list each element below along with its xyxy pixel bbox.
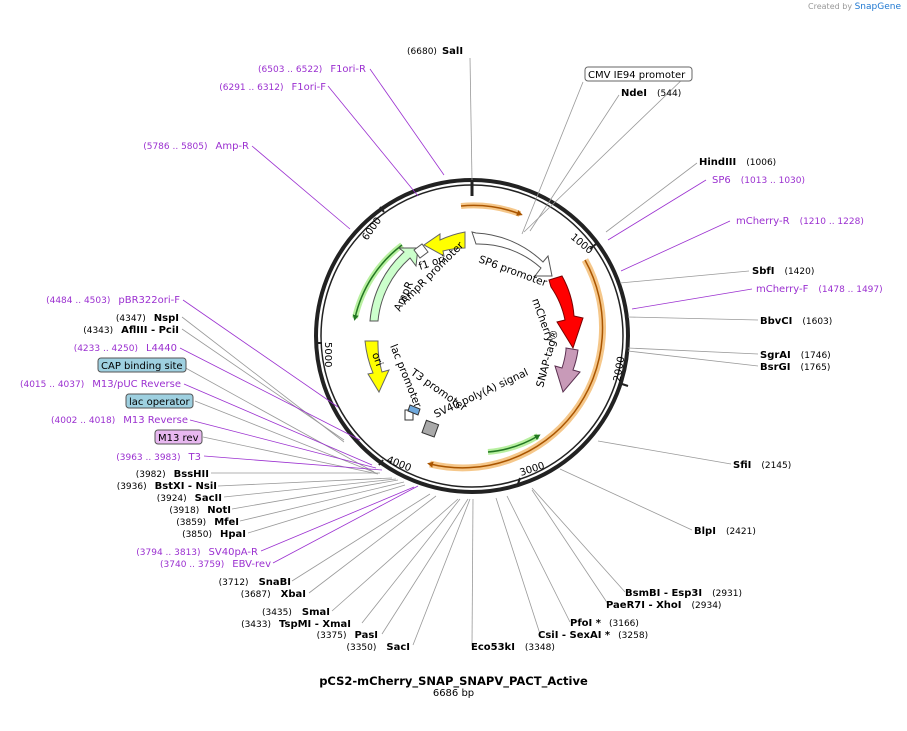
enzyme-blpi: BlpI(2421) — [694, 526, 756, 537]
box-lac-operator — [125, 393, 194, 409]
feature-mcherry — [548, 275, 584, 350]
primer-f1ori-r: (6503 .. 6522)F1ori-R — [258, 64, 366, 75]
feature-lac-promoter — [407, 404, 421, 416]
primer-amp-r: (5786 .. 5805)Amp-R — [143, 141, 249, 152]
feature-sp6-promoter — [471, 231, 553, 277]
primer-f1ori-f: (6291 .. 6312)F1ori-F — [219, 82, 326, 93]
enzyme-sfii: SfiI(2145) — [733, 460, 791, 471]
primer-m13-reverse: (4002 .. 4018)M13 Reverse — [51, 415, 188, 426]
primer-pbr322ori-f: (4484 .. 4503)pBR322ori-F — [46, 295, 180, 306]
feature-ampr-promoter — [413, 243, 429, 259]
enzyme-sgrai: SgrAI(1746) — [760, 350, 831, 361]
feature-ampr — [369, 247, 419, 322]
ruler-5000: 5000 — [322, 342, 333, 367]
backbone-outer — [314, 178, 630, 494]
feature-f1-ori — [423, 231, 466, 257]
enzyme-mfei: (3859)MfeI — [176, 517, 239, 528]
enzyme-sali: (6680)SalI — [407, 46, 463, 57]
ruler-2000: 2000 — [612, 356, 627, 383]
enzyme-afliii-pcii: (4343)AflIII - PciI — [83, 325, 179, 336]
enzyme-saci: (3350)SacI — [346, 642, 410, 653]
primer-ebv-rev: (3740 .. 3759)EBV-rev — [160, 559, 271, 570]
enzyme-snabi: (3712)SnaBI — [219, 577, 291, 588]
enzyme-bsrgi: BsrGI(1765) — [760, 362, 830, 373]
box-label-m13-rev: M13 rev — [158, 433, 199, 444]
primer-t3: (3963 .. 3983)T3 — [116, 452, 201, 463]
primer-sv40pa-r: (3794 .. 3813)SV40pA-R — [136, 547, 258, 558]
enzyme-bstxi-nsii: (3936)BstXI - NsiI — [117, 481, 217, 492]
enzyme-pasi: (3375)PasI — [317, 630, 378, 641]
primer-mcherry-r: mCherry-R(1210 .. 1228) — [736, 216, 864, 227]
orf-arc-right — [429, 258, 607, 472]
enzyme-sbfi: SbfI(1420) — [752, 266, 814, 277]
primer-mcherry-f: mCherry-F(1478 .. 1497) — [756, 284, 883, 295]
credit-text: Created by — [808, 2, 853, 11]
enzyme-bsshii: (3982)BssHII — [136, 469, 209, 480]
primer-sp6: SP6(1013 .. 1030) — [712, 175, 805, 186]
enzyme-ndei: NdeI(544) — [621, 88, 681, 99]
feature-snap-tag — [554, 347, 581, 394]
enzyme-hindiii: HindIII(1006) — [699, 157, 776, 168]
box-label-cmv-ie94: CMV IE94 promoter — [588, 70, 686, 81]
enzyme-pfoi: PfoI *(3166) — [570, 618, 639, 629]
enzyme-sacii: (3924)SacII — [157, 493, 222, 504]
box-label-lac-operator: lac operator — [129, 397, 190, 408]
feature-sv40-polya — [421, 419, 440, 438]
box-label-cap-binding: CAP binding site — [101, 361, 183, 372]
enzyme-eco53ki: Eco53kI(3348) — [471, 642, 555, 653]
feature-ori — [364, 340, 390, 394]
enzyme-leaders — [181, 57, 759, 647]
enzyme-paer7i-xhoi: PaeR7I - XhoI(2934) — [606, 600, 721, 611]
enzyme-noti: (3918)NotI — [169, 505, 231, 516]
ruler-4000: 4000 — [385, 455, 413, 475]
enzyme-csii-sexai: CsiI - SexAI *(3258) — [538, 630, 648, 641]
primer-leaders — [179, 68, 753, 564]
box-m13-rev — [154, 429, 203, 445]
enzyme-smai: (3435)SmaI — [262, 607, 330, 618]
box-cap-binding-site — [97, 357, 187, 373]
feature-label-ori: ori — [369, 351, 385, 368]
snapgene-credit: Created by SnapGene — [808, 2, 901, 12]
enzyme-hpai: (3850)HpaI — [182, 529, 246, 540]
ruler-6000: 6000 — [360, 216, 384, 243]
primer-m13-puc-reverse: (4015 .. 4037)M13/pUC Reverse — [20, 379, 181, 390]
enzyme-tspmi-xmai: (3433)TspMI - XmaI — [241, 619, 351, 630]
primer-l4440: (4233 .. 4250)L4440 — [74, 343, 177, 354]
plasmid-name: pCS2-mCherry_SNAP_SNAPV_PACT_Active — [319, 674, 588, 688]
enzyme-xbai: (3687)XbaI — [241, 589, 306, 600]
plasmid-size: 6686 bp — [432, 688, 475, 699]
enzyme-nspi: (4347)NspI — [116, 313, 179, 324]
snapgene-brand: SnapGene — [854, 2, 901, 12]
enzyme-bsmbi-esp3i: BsmBI - Esp3I(2931) — [625, 588, 742, 599]
feature-label-snap-tag: SNAP-tag® — [534, 328, 561, 388]
box-cmv-ie94-promoter — [584, 66, 693, 82]
enzyme-bbvci: BbvCI(1603) — [760, 316, 832, 327]
